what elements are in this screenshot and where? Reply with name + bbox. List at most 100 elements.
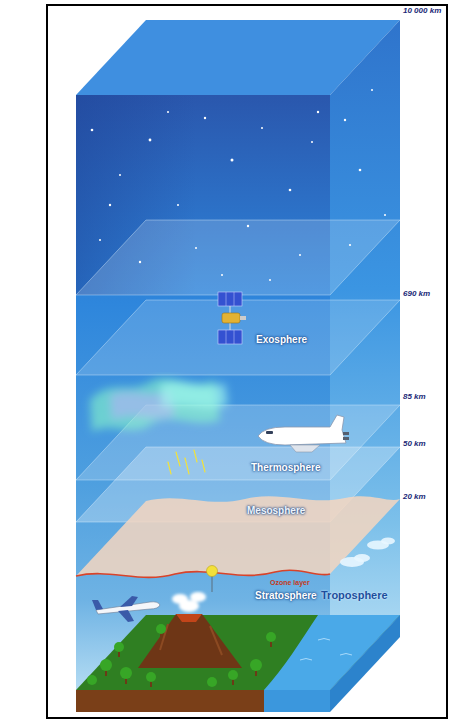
altitude-label: 20 km — [403, 493, 426, 502]
meteors — [185, 458, 189, 474]
space-shuttle — [343, 437, 349, 440]
stars — [311, 141, 313, 143]
aurora — [160, 382, 228, 408]
atmosphere-cube — [76, 20, 400, 690]
ozone-layer — [76, 496, 400, 577]
meteors — [176, 452, 180, 466]
trees — [105, 632, 272, 687]
water — [264, 615, 400, 712]
water — [300, 639, 352, 661]
layer-name: Troposphere — [321, 589, 388, 602]
trees — [87, 675, 97, 685]
atmosphere-cube — [76, 95, 330, 690]
satellite — [222, 313, 240, 323]
satellite — [218, 330, 242, 344]
clouds — [381, 538, 395, 545]
weather-balloon — [212, 576, 213, 592]
volcano-plume — [172, 592, 206, 612]
trees — [146, 672, 156, 682]
clouds — [354, 554, 370, 562]
stars — [371, 89, 373, 91]
layer-band-label: Thermosphere — [249, 461, 322, 475]
layer-band-label: Troposphere — [319, 588, 390, 603]
layer-band-label: Stratosphere — [253, 589, 319, 603]
space-shuttle — [266, 431, 273, 434]
stars — [261, 127, 263, 129]
trees — [207, 677, 217, 687]
layer-boundary — [76, 220, 400, 295]
stars — [384, 214, 386, 216]
altitude-label: 690 km — [403, 290, 430, 299]
trees — [266, 632, 276, 642]
trees — [156, 624, 166, 634]
layer-boundary — [76, 300, 400, 375]
airplane — [92, 596, 160, 622]
volcano-plume — [172, 594, 188, 604]
airplane — [120, 596, 138, 607]
satellite — [234, 330, 235, 344]
layer-band-label: Mesosphere — [245, 504, 307, 518]
stars — [91, 129, 94, 132]
stars — [99, 239, 101, 241]
stars — [177, 204, 179, 206]
meteors — [194, 450, 197, 462]
stars — [317, 111, 319, 113]
altitude-label: 50 km — [403, 440, 426, 449]
trees — [250, 659, 262, 671]
trees — [228, 670, 238, 680]
layer-name: Thermosphere — [251, 462, 320, 474]
altitude-label: 85 km — [403, 393, 426, 402]
meteors — [168, 450, 205, 474]
layer-name: Mesosphere — [247, 505, 305, 517]
stars — [359, 169, 362, 172]
altitude-label: 10 000 km — [403, 7, 441, 16]
stars — [109, 204, 111, 206]
trees — [87, 624, 276, 687]
layer-name: Exosphere — [256, 334, 307, 346]
trees — [100, 659, 112, 671]
ozone-layer — [76, 496, 400, 577]
stars — [204, 117, 206, 119]
stars — [167, 111, 169, 113]
water — [330, 615, 400, 712]
water — [264, 690, 330, 712]
layer-band-label: Exosphere — [254, 333, 309, 347]
aurora — [90, 378, 228, 432]
stars — [149, 139, 152, 142]
layer-boundary — [76, 220, 400, 522]
satellite — [226, 330, 227, 344]
weather-balloon — [207, 566, 218, 577]
layer-name: Stratosphere — [255, 590, 317, 602]
satellite — [218, 292, 242, 306]
ground — [76, 690, 266, 712]
trees — [87, 624, 276, 687]
airplane — [92, 600, 103, 610]
volcano — [160, 624, 222, 655]
space-shuttle — [343, 432, 349, 435]
ozone-label: Ozone layer — [270, 579, 310, 587]
space-shuttle — [258, 415, 349, 452]
ozone-layer — [76, 570, 330, 577]
picture-frame — [47, 5, 447, 718]
volcano — [138, 614, 242, 668]
ground — [76, 615, 400, 712]
satellite — [226, 292, 227, 306]
trees — [120, 667, 132, 679]
clouds — [340, 538, 395, 568]
space-shuttle — [258, 415, 346, 445]
meteors — [168, 462, 171, 474]
stars — [344, 119, 346, 121]
space-shuttle — [290, 445, 320, 452]
meteors — [202, 460, 205, 472]
satellite — [218, 292, 246, 344]
stars — [119, 174, 121, 176]
trees — [114, 642, 124, 652]
volcano — [138, 614, 242, 668]
satellite — [234, 292, 235, 306]
weather-balloon — [207, 566, 218, 593]
volcano — [176, 614, 202, 622]
stars — [231, 159, 234, 162]
